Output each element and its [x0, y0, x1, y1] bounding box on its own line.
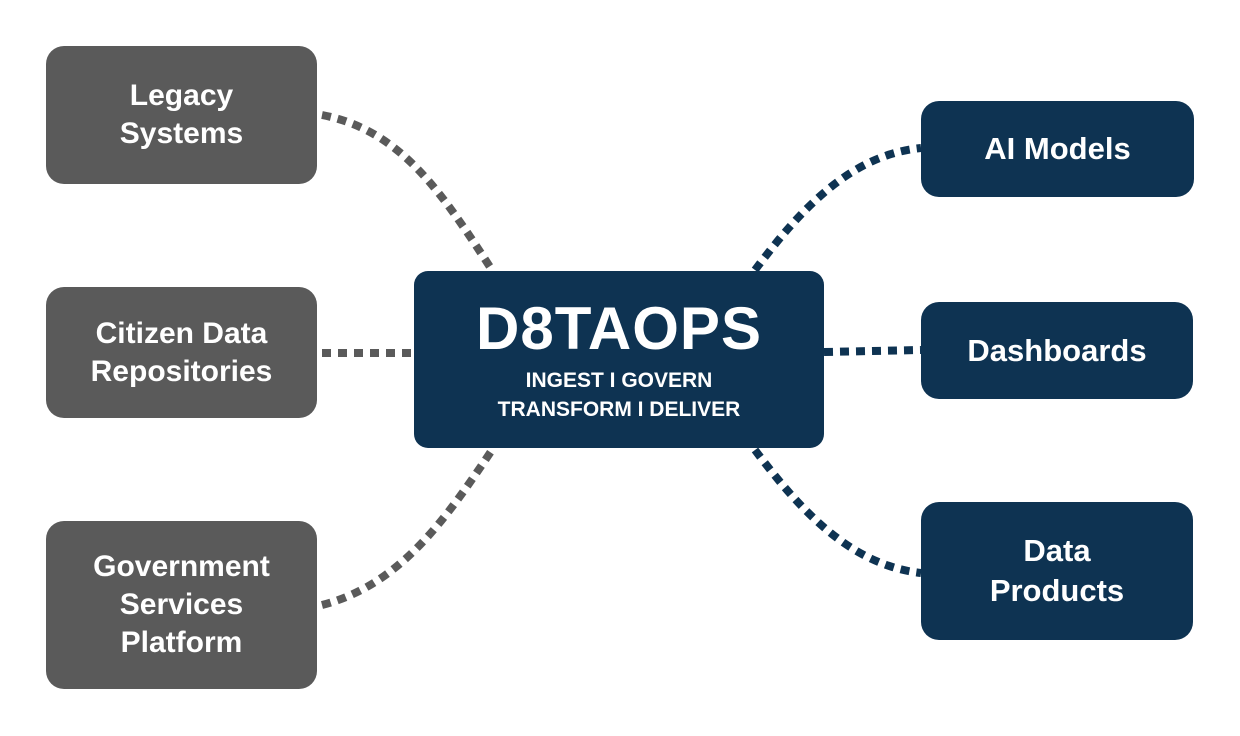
- target-data-products: Data Products: [921, 502, 1193, 640]
- source-label-line: Services: [119, 588, 244, 621]
- connector-legacy-to-hub: [321, 111, 496, 273]
- hub-subtitle-line: TRANSFORM I DELIVER: [497, 397, 741, 421]
- hub-subtitle-line: INGEST I GOVERN: [525, 368, 713, 392]
- source-label-line: Citizen Data: [95, 316, 268, 350]
- source-label-line: Legacy: [129, 79, 234, 112]
- source-citizen-data-repositories: Citizen Data Repositories: [46, 287, 317, 418]
- target-ai-models: AI Models: [921, 101, 1194, 197]
- source-legacy-systems: Legacy Systems: [46, 46, 317, 184]
- connector-hub-to-dashboards: [823, 346, 922, 356]
- target-label-line: Data: [1023, 533, 1091, 568]
- source-label-line: Systems: [119, 117, 244, 150]
- source-label-line: Government: [93, 550, 270, 583]
- target-dashboards: Dashboards: [921, 302, 1193, 399]
- target-label-line: Products: [989, 573, 1125, 608]
- target-label-line: Dashboards: [967, 332, 1147, 368]
- source-label-line: Repositories: [90, 354, 273, 388]
- connector-gov-to-hub: [321, 447, 496, 609]
- hub-d8taops: D8TAOPS INGEST I GOVERN TRANSFORM I DELI…: [414, 271, 824, 448]
- hub-title: D8TAOPS: [476, 294, 762, 362]
- target-label-line: AI Models: [984, 131, 1131, 166]
- connector-hub-to-products: [751, 447, 922, 577]
- connector-hub-to-ai: [751, 144, 922, 273]
- source-label-line: Platform: [120, 626, 243, 659]
- source-government-services-platform: Government Services Platform: [46, 521, 317, 689]
